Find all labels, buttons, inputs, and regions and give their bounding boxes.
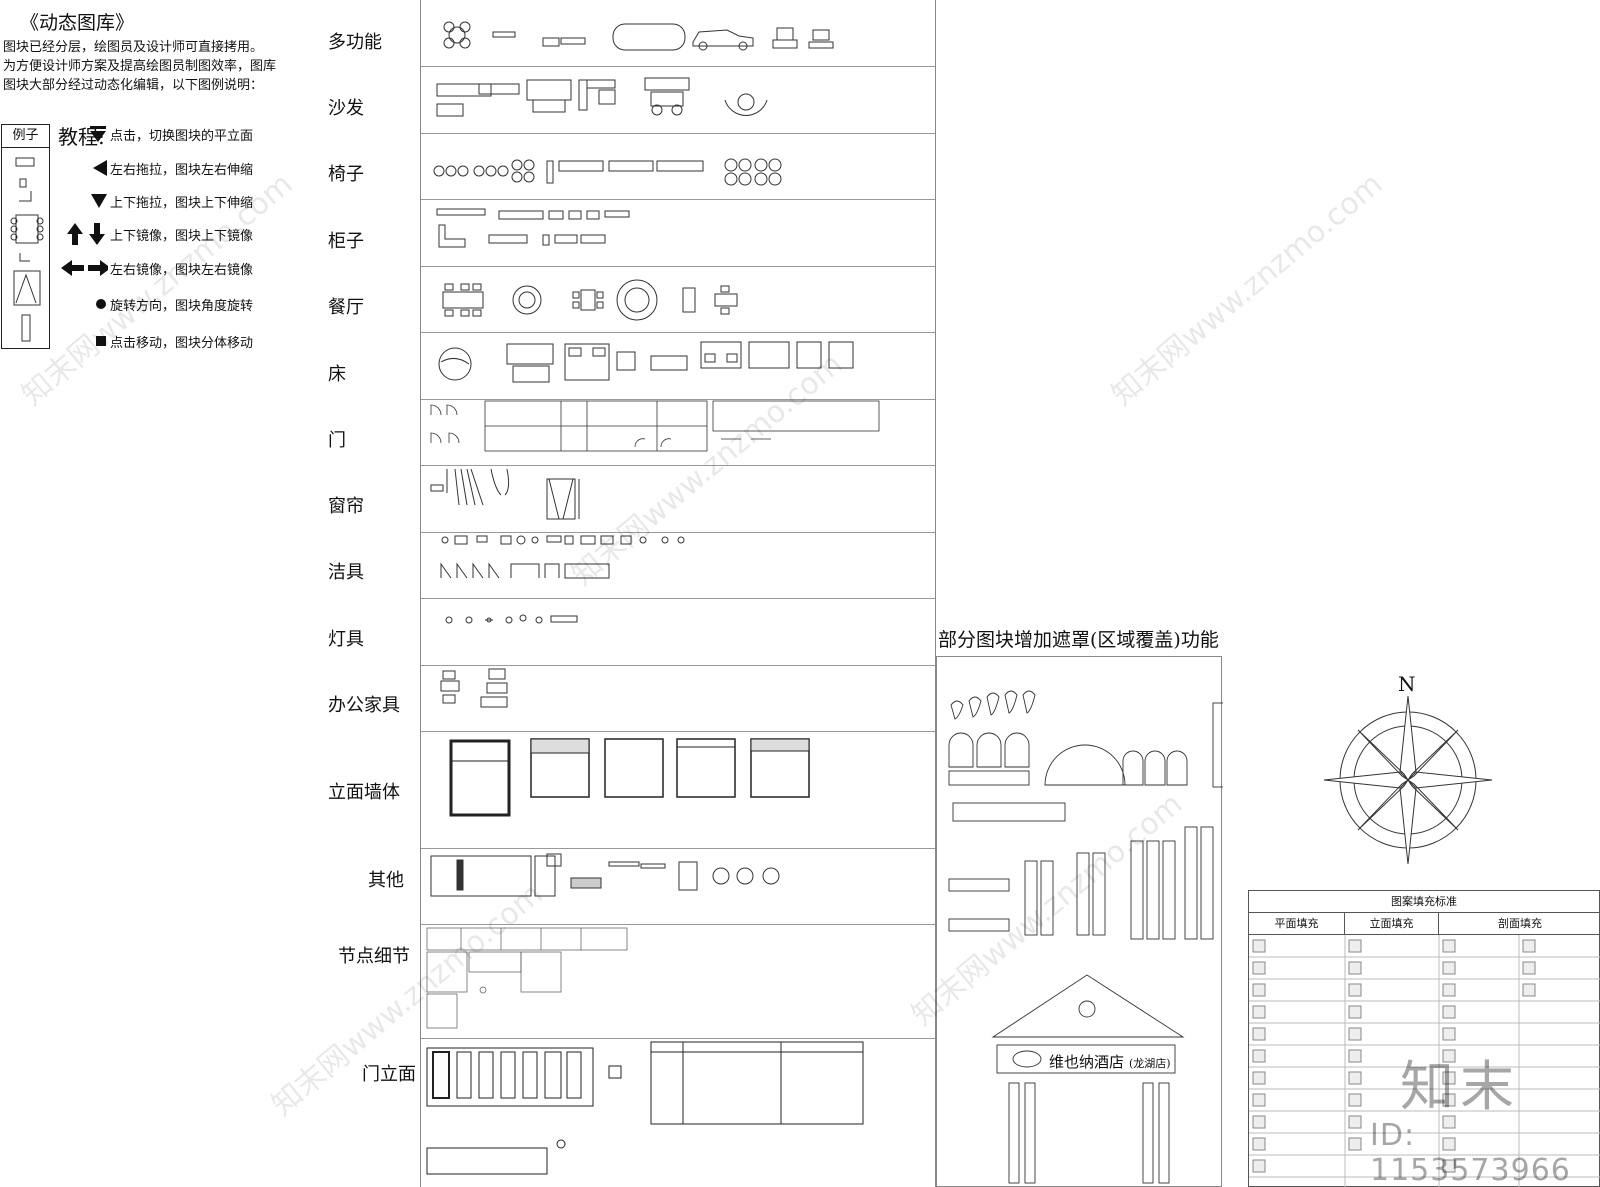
category-node-detail[interactable]: 节点细节 (338, 946, 410, 967)
arrow-up-down-icon (60, 222, 110, 246)
multifunction-blocks[interactable] (421, 0, 937, 66)
tutorial-row: 上下拖拉，图块上下伸缩 (60, 189, 253, 213)
category-sanitary[interactable]: 洁具 (328, 562, 364, 583)
example-box: 例子 (1, 124, 50, 349)
category-lighting[interactable]: 灯具 (328, 629, 364, 650)
tutorial-text: 旋转方向，图块角度旋转 (110, 298, 254, 314)
dining-blocks[interactable] (421, 266, 937, 332)
category-bed[interactable]: 床 (328, 364, 346, 385)
example-blocks-drawing (10, 157, 44, 342)
library-title: 《动态图库》 (20, 12, 135, 34)
lighting-blocks[interactable] (421, 598, 937, 665)
category-office-furniture[interactable]: 办公家具 (328, 695, 400, 716)
tutorial-row: 旋转方向，图块角度旋转 (60, 292, 253, 316)
intro-line-1: 图块已经分层，绘图员及设计师可直接拷用。 (3, 40, 264, 55)
compass-rose-icon[interactable] (1318, 670, 1498, 870)
category-dining[interactable]: 餐厅 (328, 297, 364, 318)
office-furniture-blocks[interactable] (421, 665, 937, 731)
hatch-col-section: 剖面填充 (1439, 913, 1600, 935)
triangle-down-double-icon (60, 125, 110, 143)
intro-line-3: 图块大部分经过动态化编辑，以下图例说明： (3, 78, 264, 93)
tutorial-text: 上下镜像，图块上下镜像 (110, 228, 254, 244)
tutorial-text: 左右镜像，图块左右镜像 (110, 262, 254, 278)
arrow-left-right-icon (60, 258, 110, 278)
site-watermark: 知末网www.znzmo.com (1105, 166, 1390, 413)
door-blocks[interactable] (421, 399, 937, 465)
intro-line-2: 为方便设计师方案及提高绘图员制图效率，图库 (3, 59, 277, 74)
tutorial-text: 上下拖拉，图块上下伸缩 (110, 195, 254, 211)
category-sofa[interactable]: 沙发 (328, 98, 364, 119)
sanitary-blocks[interactable] (421, 532, 937, 598)
curtain-blocks[interactable] (421, 465, 937, 532)
tutorial-text: 点击移动，图块分体移动 (110, 335, 254, 351)
hotel-name: 维也纳酒店 (1049, 1053, 1125, 1071)
triangle-down-icon (60, 193, 110, 209)
chair-blocks[interactable] (421, 133, 937, 199)
tutorial-row: 左右拖拉，图块左右伸缩 (60, 156, 253, 180)
tutorial-text: 点击，切换图块的平立面 (110, 128, 254, 144)
other-blocks[interactable] (421, 848, 937, 924)
hatch-swatch-grid (1249, 935, 1600, 1187)
dot-icon (60, 297, 110, 311)
elevation-wall-blocks[interactable] (421, 731, 937, 848)
category-curtain[interactable]: 窗帘 (328, 496, 364, 517)
classical-ornament-blocks[interactable] (937, 657, 1228, 1187)
category-door[interactable]: 门 (328, 430, 346, 451)
hotel-branch: (龙湖店) (1129, 1057, 1171, 1070)
category-multifunction[interactable]: 多功能 (328, 32, 382, 53)
hatch-standard-table: 图案填充标准 平面填充 立面填充 剖面填充 (1248, 890, 1600, 1187)
hatch-col-plan: 平面填充 (1249, 913, 1345, 935)
category-door-elevation[interactable]: 门立面 (362, 1064, 416, 1085)
square-icon (60, 334, 110, 348)
category-chair[interactable]: 椅子 (328, 164, 364, 185)
tutorial-row: 左右镜像，图块左右镜像 (60, 256, 253, 280)
compass-north-label: N (1398, 672, 1416, 696)
mask-examples-panel: 维也纳酒店 (龙湖店) (936, 656, 1228, 1187)
brand-watermark: 知末 (1400, 1055, 1520, 1118)
hatch-table-title: 图案填充标准 (1249, 891, 1599, 913)
category-other[interactable]: 其他 (368, 870, 404, 891)
asset-id-watermark: ID: 1153573966 (1370, 1118, 1571, 1187)
block-library-panel (420, 0, 936, 1187)
node-detail-blocks[interactable] (421, 924, 937, 1038)
bed-blocks[interactable] (421, 332, 937, 399)
cabinet-blocks[interactable] (421, 199, 937, 266)
triangle-left-icon (60, 159, 110, 177)
category-cabinet[interactable]: 柜子 (328, 231, 364, 252)
tutorial-row: 上下镜像，图块上下镜像 (60, 222, 253, 246)
tutorial-text: 左右拖拉，图块左右伸缩 (110, 162, 254, 178)
sofa-blocks[interactable] (421, 66, 937, 133)
tutorial-row: 点击移动，图块分体移动 (60, 329, 253, 353)
tutorial-row: 点击，切换图块的平立面 (60, 122, 253, 146)
door-elevation-blocks[interactable] (421, 1038, 937, 1187)
mask-feature-caption: 部分图块增加遮罩(区域覆盖)功能 (938, 629, 1219, 651)
hatch-col-elevation: 立面填充 (1345, 913, 1439, 935)
category-elevation-wall[interactable]: 立面墙体 (328, 782, 400, 803)
example-label: 例子 (2, 125, 49, 148)
